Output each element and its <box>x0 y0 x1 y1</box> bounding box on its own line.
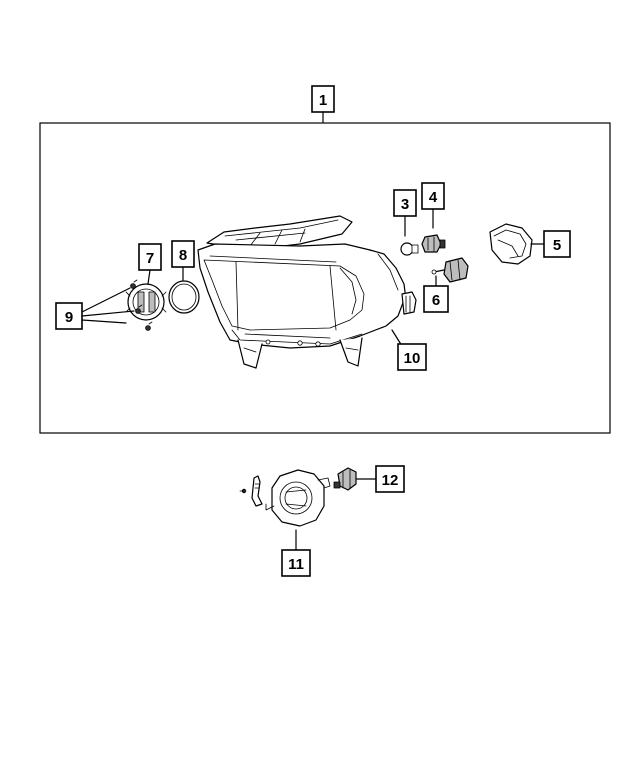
screws-part-9[interactable] <box>130 279 153 331</box>
callout-label-9: 9 <box>65 309 73 326</box>
callout-label-7: 7 <box>146 250 154 267</box>
callout-12[interactable]: 12 <box>356 465 405 493</box>
fog-lamp-fasteners[interactable] <box>239 475 263 507</box>
callout-label-3: 3 <box>401 196 409 213</box>
assembly-frame <box>39 122 611 434</box>
callout-1[interactable]: 1 <box>311 85 335 123</box>
callout-label-4: 4 <box>429 189 438 206</box>
gasket-ring-part-8[interactable] <box>168 280 200 314</box>
fog-lamp-part-11[interactable] <box>265 469 331 527</box>
callout-label-1: 1 <box>319 92 327 109</box>
callout-label-10: 10 <box>404 350 421 367</box>
callout-3[interactable]: 3 <box>393 189 417 237</box>
headlamp-housing[interactable] <box>197 215 417 369</box>
callout-5[interactable]: 5 <box>530 230 571 258</box>
callout-11[interactable]: 11 <box>281 529 311 577</box>
bulb-part-3[interactable] <box>400 242 419 256</box>
callout-label-12: 12 <box>382 472 399 489</box>
callout-label-11: 11 <box>288 556 304 573</box>
callout-label-5: 5 <box>553 237 561 254</box>
bulb-part-6[interactable] <box>431 257 469 283</box>
bulb-holder-part-7[interactable] <box>125 283 167 321</box>
callout-8[interactable]: 8 <box>171 240 195 281</box>
callout-10[interactable]: 10 <box>391 329 427 371</box>
dust-cap-part-5[interactable] <box>489 223 533 265</box>
callout-4[interactable]: 4 <box>421 182 445 229</box>
callout-label-6: 6 <box>432 292 440 309</box>
fog-bulb-part-12[interactable] <box>333 467 357 491</box>
callout-6[interactable]: 6 <box>423 275 449 313</box>
callout-9[interactable]: 9 <box>55 287 135 330</box>
socket-part-4[interactable] <box>421 234 446 253</box>
callout-label-8: 8 <box>179 247 187 264</box>
callout-7[interactable]: 7 <box>138 243 162 285</box>
